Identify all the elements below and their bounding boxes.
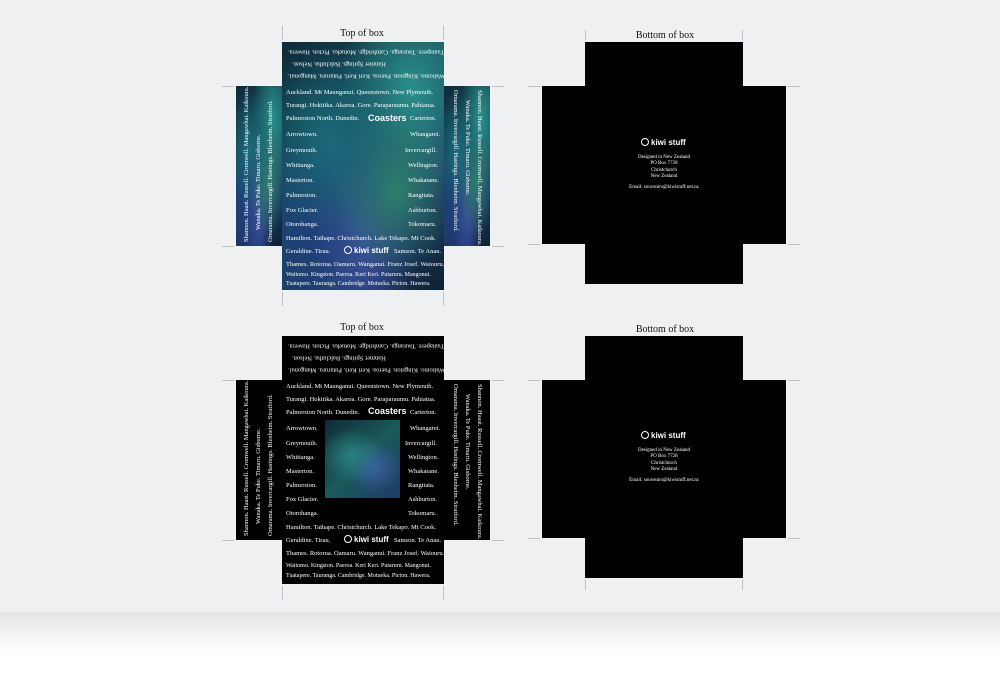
town-row: Arrowtown. bbox=[286, 131, 318, 138]
right-flap bbox=[444, 86, 490, 246]
town-row: Wellington. bbox=[408, 162, 439, 169]
flap-left-line: Omarama. Invercargill. Hastings. Blenhei… bbox=[267, 100, 274, 242]
flap-left-line: Wanaka. Te Puke. Timaru. Gisborne. bbox=[255, 428, 262, 524]
right-flap bbox=[743, 86, 786, 244]
company-info: Designed in New Zealand PO Box 7728 Chri… bbox=[637, 448, 691, 472]
coasters-title: Coasters bbox=[368, 113, 407, 123]
town-row: Rangitata. bbox=[408, 192, 435, 199]
town-row: Samson. Te Anau. bbox=[394, 537, 442, 544]
kiwi-stuff-logo: kiwi stuff bbox=[344, 535, 389, 544]
town-row: Thames. Rotorua. Oamaru. Wanganui. Franz… bbox=[286, 261, 445, 268]
center-panel bbox=[585, 42, 743, 284]
flap-top-line: Hanmer Springs. Balclutha. Nelson. bbox=[292, 354, 386, 362]
label-top-of-box-1: Top of box bbox=[340, 28, 384, 39]
town-row: Turangi. Hokitika. Akaroa. Gore. Parapar… bbox=[286, 396, 436, 403]
town-row: Whitianga. bbox=[286, 162, 315, 169]
flap-right-line: Shannon. Haast. Russell. Cromwell. Manga… bbox=[476, 90, 483, 246]
town-row: Hamilton. Taihape. Christchurch. Lake Te… bbox=[286, 524, 436, 531]
kiwi-logo-icon bbox=[344, 246, 352, 254]
town-row: Masterton. bbox=[286, 468, 314, 475]
town-row: Tokomaru. bbox=[408, 221, 437, 228]
flap-right-line: Omarama. Invercargill. Hastings. Blenhei… bbox=[452, 384, 459, 526]
flap-top-line: Hanmer Springs. Balclutha. Nelson. bbox=[292, 60, 386, 68]
town-row: Arrowtown. bbox=[286, 425, 318, 432]
town-row: Masterton. bbox=[286, 177, 314, 184]
town-row: Whangarei. bbox=[410, 425, 441, 432]
kiwi-logo-icon bbox=[641, 138, 649, 146]
kiwi-stuff-logo: kiwi stuff bbox=[641, 138, 686, 147]
company-info: Designed in New Zealand PO Box 7728 Chri… bbox=[637, 155, 691, 179]
flap-top-line: Waitomo. Kingston. Paeroa. Keri Keri. Pu… bbox=[288, 72, 445, 80]
paua-photo bbox=[325, 420, 400, 498]
town-row: Fox Glacier. bbox=[286, 496, 319, 503]
town-row: Waitomo. Kingston. Paeroa. Keri Keri. Pu… bbox=[286, 563, 431, 569]
coasters-title: Coasters bbox=[368, 406, 407, 416]
kiwi-stuff-logo: kiwi stuff bbox=[641, 431, 686, 440]
flap-top-line: Tuatapere. Tauranga. Cambridge. Motueka.… bbox=[288, 48, 445, 56]
label-bottom-of-box-2: Bottom of box bbox=[635, 324, 695, 335]
flap-top-line: Waitomo. Kingston. Paeroa. Keri Keri. Pu… bbox=[288, 366, 445, 374]
town-row: Carterton. bbox=[410, 409, 437, 416]
town-row: Otorohanga. bbox=[286, 221, 319, 228]
flap-left-line: Omarama. Invercargill. Hastings. Blenhei… bbox=[267, 394, 274, 536]
town-row: Tuatapere. Tauranga. Cambridge. Motueka.… bbox=[286, 281, 431, 287]
flap-left-line: Shannon. Haast. Russell. Cromwell. Manga… bbox=[243, 86, 250, 242]
town-row: Carterton. bbox=[410, 115, 437, 122]
email-line: Email: souvenirs@kiwistuff.net.nz bbox=[629, 478, 699, 483]
town-row: Ashburton. bbox=[408, 207, 438, 214]
flap-right-line: Wanaka. Te Puke. Timaru. Gisborne. bbox=[464, 394, 471, 490]
town-row: Wellington. bbox=[408, 454, 439, 461]
center-panel bbox=[585, 336, 743, 578]
town-row: Palmerston. bbox=[286, 192, 317, 199]
flap-right-line: Wanaka. Te Puke. Timaru. Gisborne. bbox=[464, 100, 471, 196]
sheet-shadow bbox=[0, 612, 1000, 652]
print-sheet bbox=[0, 0, 1000, 612]
right-flap bbox=[444, 380, 490, 540]
kiwi-stuff-logo: kiwi stuff bbox=[344, 246, 389, 255]
label-bottom-of-box-1: Bottom of box bbox=[635, 30, 695, 41]
town-row: Geraldine. Tirau. bbox=[286, 537, 331, 544]
town-row: Palmerston North. Dunedin. bbox=[286, 115, 360, 122]
label-top-of-box-2: Top of box bbox=[340, 322, 384, 333]
town-row: Palmerston. bbox=[286, 482, 317, 489]
town-row: Hamilton. Taihape. Christchurch. Lake Te… bbox=[286, 235, 436, 242]
town-row: Invercargill. bbox=[405, 440, 437, 447]
town-row: Geraldine. Tirau. bbox=[286, 248, 331, 255]
town-row: Palmerston North. Dunedin. bbox=[286, 409, 360, 416]
left-flap bbox=[236, 380, 282, 540]
town-row: Greymouth. bbox=[286, 147, 318, 154]
kiwi-logo-icon bbox=[641, 431, 649, 439]
flap-top-line: Tuatapere. Tauranga. Cambridge. Motueka.… bbox=[288, 342, 445, 350]
town-row: Whangarei. bbox=[410, 131, 441, 138]
town-row: Waitomo. Kingston. Paeroa. Keri Keri. Pu… bbox=[286, 272, 431, 278]
town-row: Otorohanga. bbox=[286, 510, 319, 517]
town-row: Auckland. Mt Maunganui. Queenstown. New … bbox=[286, 383, 434, 390]
flap-left-line: Wanaka. Te Puke. Timaru. Gisborne. bbox=[255, 134, 262, 230]
left-flap bbox=[542, 380, 585, 538]
center-panel bbox=[282, 42, 444, 290]
right-flap bbox=[743, 380, 786, 538]
town-row: Ashburton. bbox=[408, 496, 438, 503]
flap-left-line: Shannon. Haast. Russell. Cromwell. Manga… bbox=[243, 380, 250, 536]
town-row: Auckland. Mt Maunganui. Queenstown. New … bbox=[286, 89, 434, 96]
town-row: Invercargill. bbox=[405, 147, 437, 154]
town-row: Whakatane. bbox=[408, 177, 439, 184]
town-row: Fox Glacier. bbox=[286, 207, 319, 214]
left-flap bbox=[236, 86, 282, 246]
town-row: Tokomaru. bbox=[408, 510, 437, 517]
flap-right-line: Shannon. Haast. Russell. Cromwell. Manga… bbox=[476, 384, 483, 540]
town-row: Whakatane. bbox=[408, 468, 439, 475]
town-row: Samson. Te Anau. bbox=[394, 248, 442, 255]
kiwi-logo-icon bbox=[344, 535, 352, 543]
left-flap bbox=[542, 86, 585, 244]
town-row: Greymouth. bbox=[286, 440, 318, 447]
town-row: Turangi. Hokitika. Akaroa. Gore. Parapar… bbox=[286, 102, 436, 109]
town-row: Whitianga. bbox=[286, 454, 315, 461]
town-row: Rangitata. bbox=[408, 482, 435, 489]
town-row: Tuatapere. Tauranga. Cambridge. Motueka.… bbox=[286, 573, 431, 579]
email-line: Email: souvenirs@kiwistuff.net.nz bbox=[629, 185, 699, 190]
town-row: Thames. Rotorua. Oamaru. Wanganui. Franz… bbox=[286, 550, 445, 557]
flap-right-line: Omarama. Invercargill. Hastings. Blenhei… bbox=[452, 90, 459, 232]
